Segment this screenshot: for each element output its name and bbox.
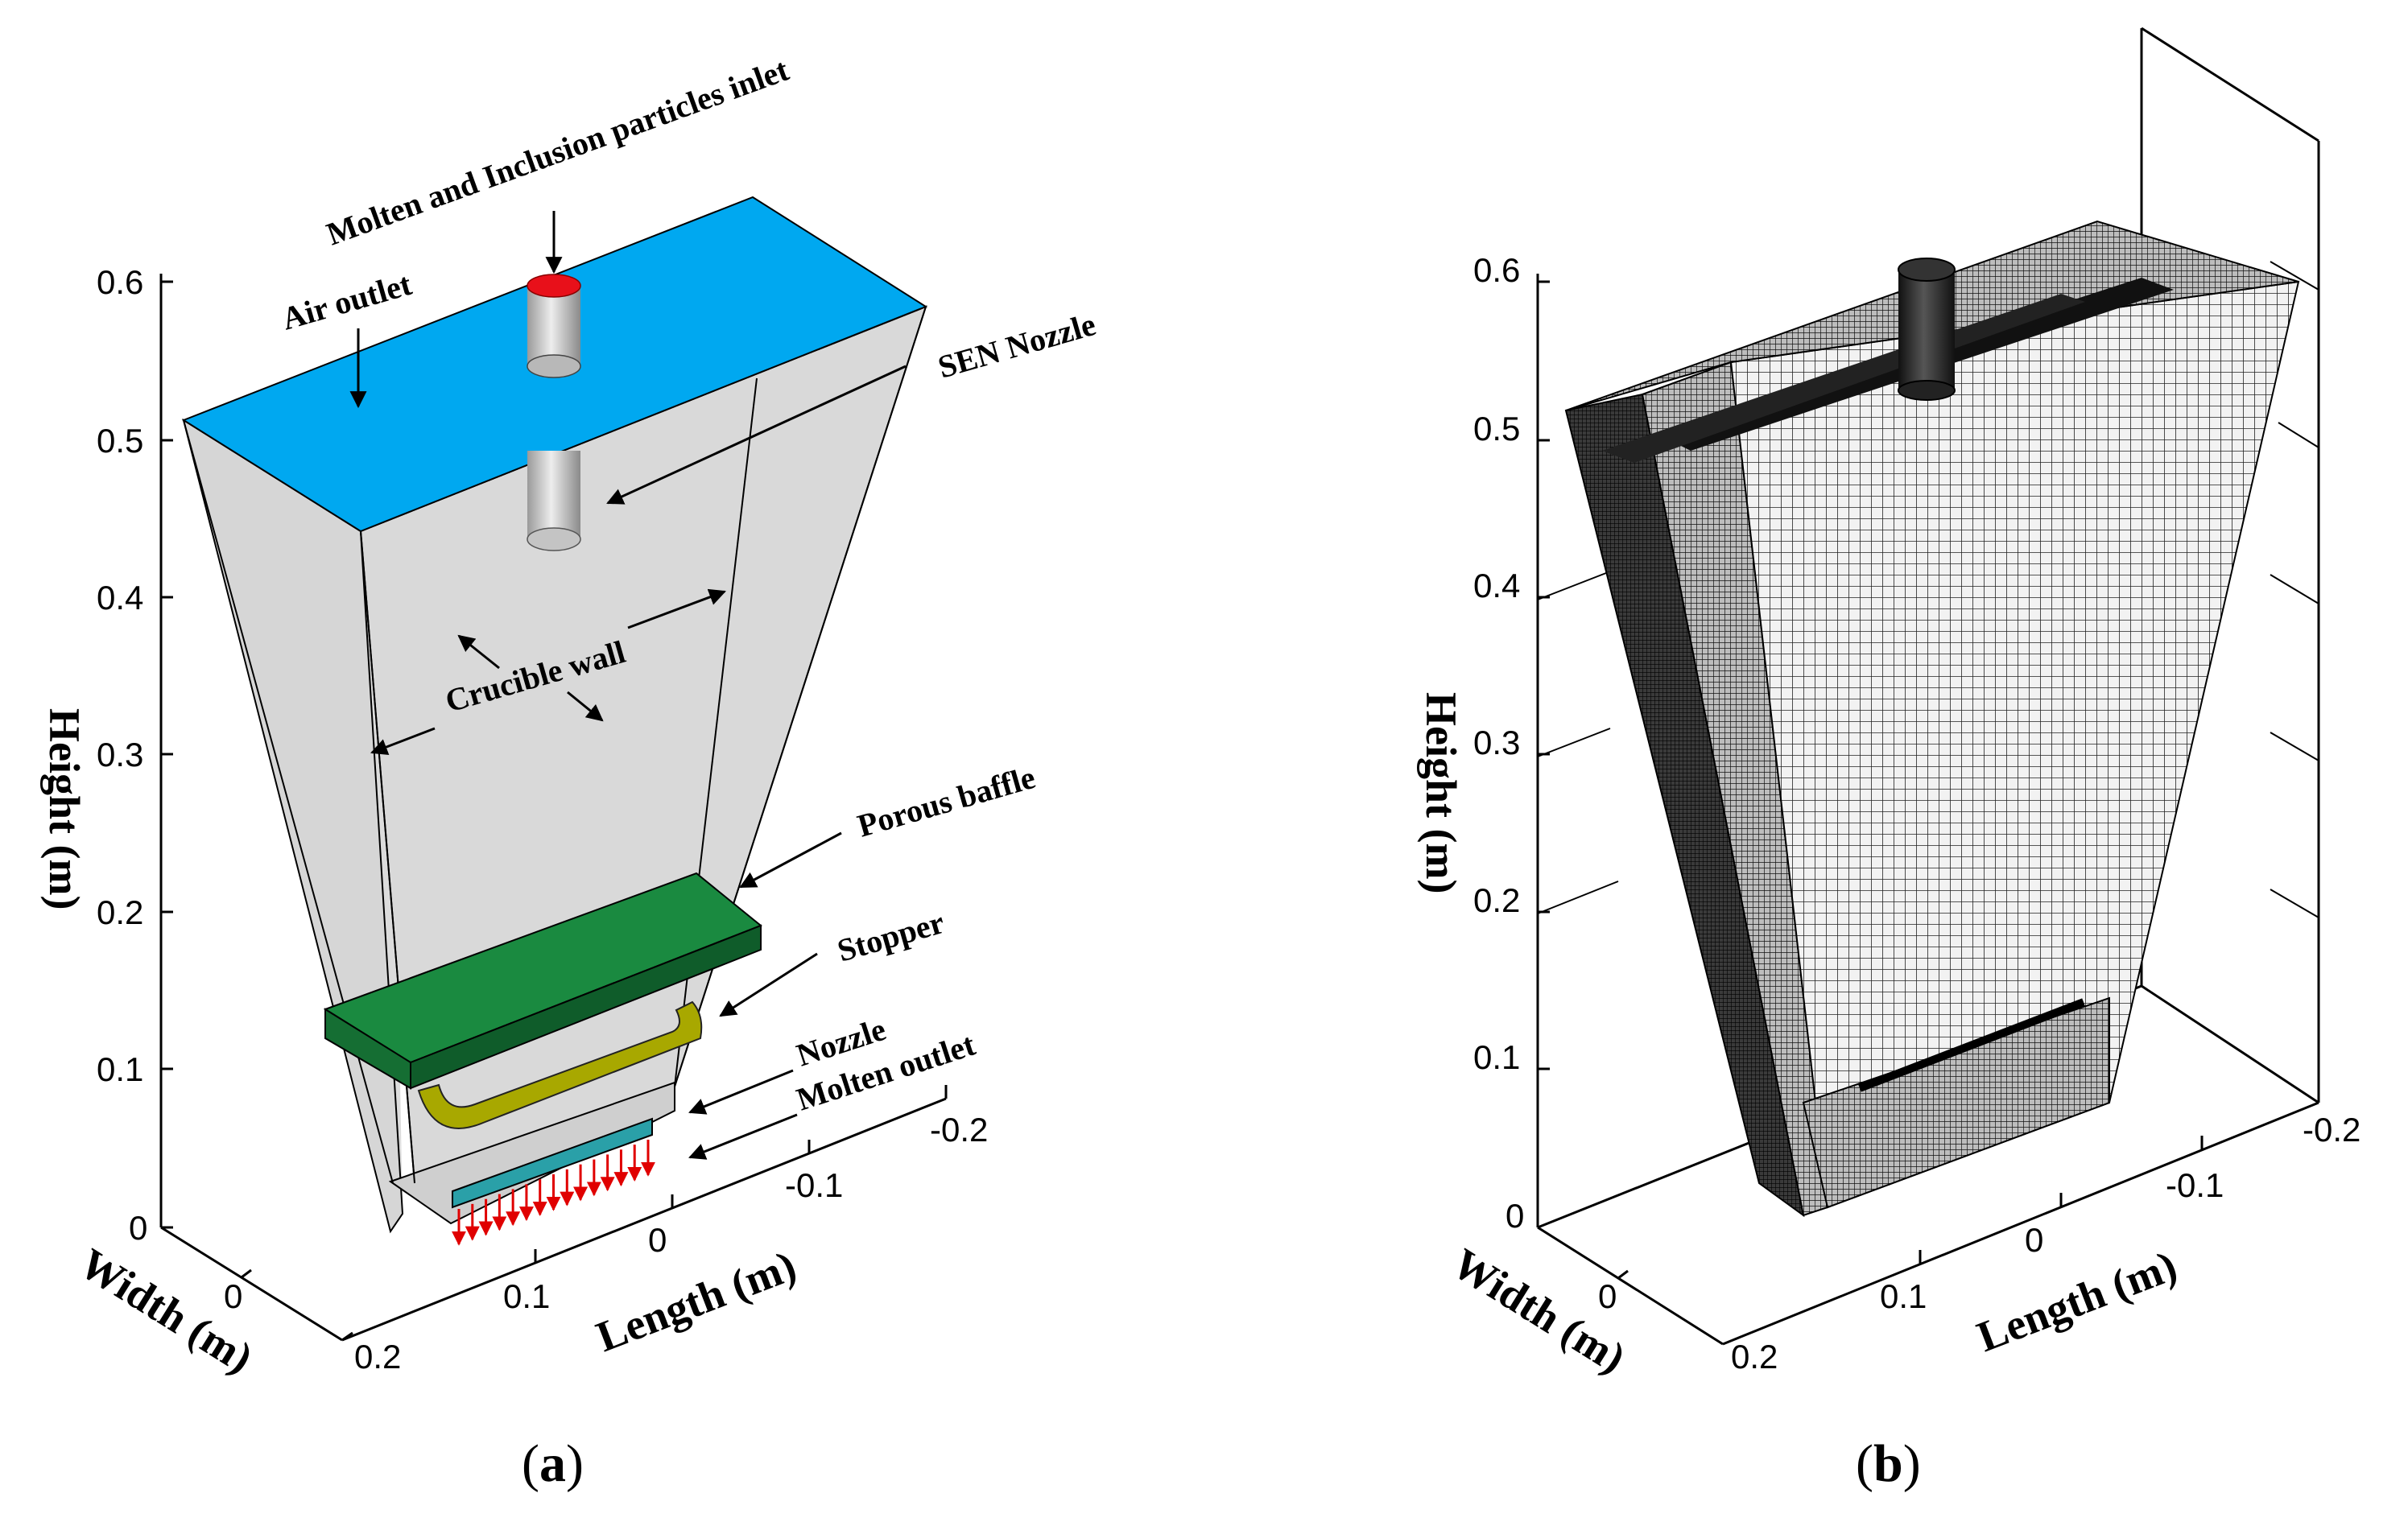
- label-sen-nozzle: SEN Nozzle: [934, 306, 1100, 386]
- a-length-tick-0: 0: [648, 1221, 667, 1259]
- b-width-tick-0: 0: [1598, 1277, 1617, 1315]
- a-length-tick-m0-1: -0.1: [785, 1166, 843, 1204]
- b-length-axis-label: Length (m): [1971, 1241, 2183, 1361]
- a-height-tick-0: 0: [129, 1209, 147, 1247]
- inlet-disk: [527, 274, 581, 298]
- a-height-tick-0-4: 0.4: [97, 579, 143, 617]
- caption-b: (b): [1856, 1434, 1921, 1493]
- b-height-tick-0-1: 0.1: [1473, 1038, 1520, 1076]
- outflow-arrows: [452, 1140, 655, 1246]
- a-height-tick-0-3: 0.3: [97, 736, 143, 773]
- b-height-tick-0-3: 0.3: [1473, 724, 1520, 761]
- panel-b: 0.6 0.5 0.4 0.3 0.2 0.1 0 0 0.2 0.1 0 -0…: [1417, 27, 2361, 1493]
- b-height-tick-0-5: 0.5: [1473, 410, 1520, 448]
- b-height-axis-label: Height (m): [1417, 692, 1465, 893]
- b-length-tick-0-1: 0.1: [1880, 1277, 1927, 1315]
- label-stopper: Stopper: [833, 904, 948, 969]
- a-height-tick-0-6: 0.6: [97, 263, 143, 301]
- b-height-tick-0: 0: [1506, 1197, 1524, 1235]
- a-length-tick-0-1: 0.1: [503, 1277, 550, 1315]
- porous-baffle-front: [410, 924, 762, 1090]
- molten-outlet-bar: [452, 1117, 653, 1209]
- b-height-tick-0-2: 0.2: [1473, 881, 1520, 919]
- a-width-tick-0-2: 0.2: [354, 1338, 401, 1376]
- mesh-baffle-line: [1858, 998, 2085, 1092]
- label-porous-baffle: Porous baffle: [853, 759, 1039, 844]
- b-length-tick-m0-2: -0.2: [2303, 1111, 2361, 1149]
- a-length-tick-m0-2: -0.2: [930, 1111, 988, 1149]
- a-height-tick-0-5: 0.5: [97, 422, 143, 460]
- sen-nozzle-upper: [527, 286, 580, 366]
- panel-a-arrows: [349, 211, 907, 1160]
- b-height-tick-0-6: 0.6: [1473, 251, 1520, 289]
- a-height-axis-label: Height (m): [40, 708, 89, 909]
- crucible-body: [181, 196, 928, 1246]
- panel-a-axes: [159, 274, 948, 1342]
- mesh-slot-dark-2: [1602, 294, 2085, 463]
- caption-a: (a): [522, 1434, 584, 1493]
- a-width-tick-0: 0: [224, 1277, 242, 1315]
- b-length-tick-0: 0: [2025, 1221, 2043, 1259]
- label-air-outlet: Air outlet: [278, 266, 415, 337]
- sen-nozzle-lower: [527, 451, 580, 539]
- b-height-tick-0-4: 0.4: [1473, 567, 1520, 604]
- panel-a: Molten and Inclusion particles inlet Air…: [40, 51, 1100, 1493]
- mesh-body: [1564, 220, 2300, 1218]
- b-width-tick-0-2: 0.2: [1731, 1338, 1778, 1376]
- a-height-tick-0-1: 0.1: [97, 1050, 143, 1088]
- stopper: [417, 1000, 703, 1129]
- b-length-tick-m0-1: -0.1: [2166, 1166, 2224, 1204]
- mesh-nozzle: [1898, 270, 1955, 390]
- a-length-axis-label: Length (m): [590, 1241, 803, 1361]
- a-height-tick-0-2: 0.2: [97, 893, 143, 931]
